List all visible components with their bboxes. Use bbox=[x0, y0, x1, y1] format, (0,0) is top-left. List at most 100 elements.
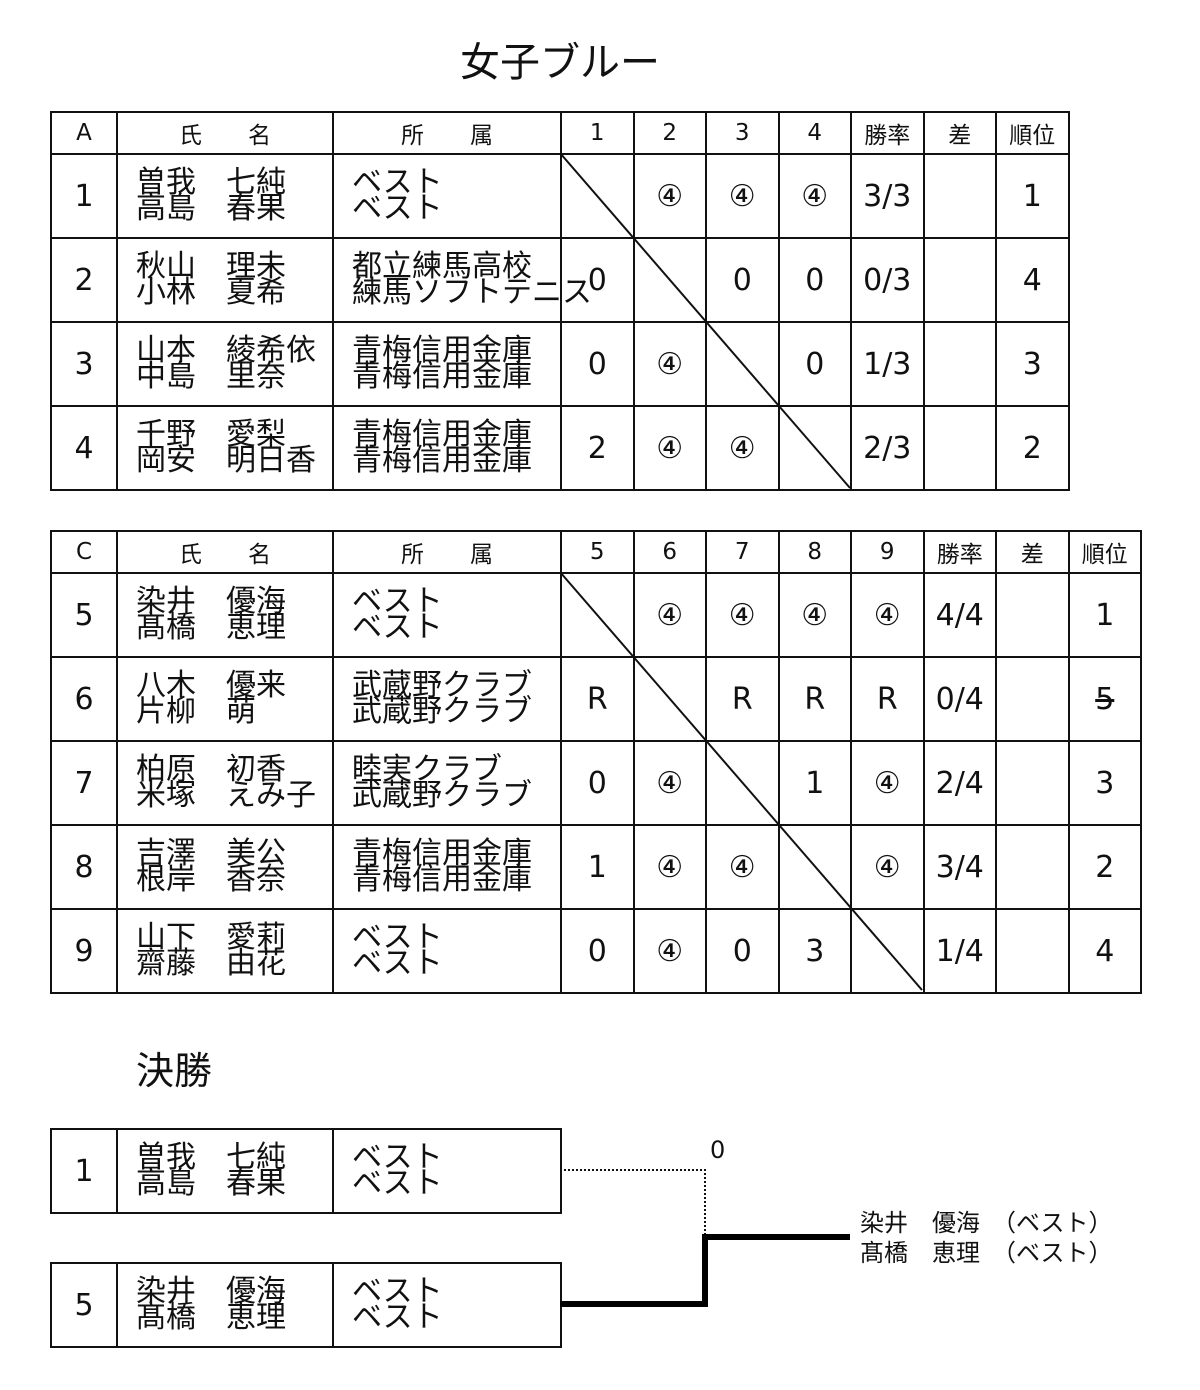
player-name: 齋藤 由花 bbox=[136, 946, 286, 981]
match-result: ④ bbox=[632, 321, 707, 407]
point-diff bbox=[922, 153, 997, 239]
win-rate: 0/3 bbox=[850, 237, 925, 323]
match-result: ④ bbox=[705, 572, 780, 658]
player-name: 米塚 えみ子 bbox=[136, 778, 316, 813]
player-names: 八木 優来片柳 萌 bbox=[116, 656, 334, 742]
point-diff bbox=[995, 908, 1070, 994]
player-names: 秋山 理未小林 夏希 bbox=[116, 237, 334, 323]
entry-number: 2 bbox=[50, 237, 118, 323]
match-result: 0 bbox=[560, 908, 635, 994]
match-result: ④ bbox=[850, 740, 925, 826]
match-result: R bbox=[850, 656, 925, 742]
header-diff: 差 bbox=[922, 111, 997, 155]
rank: 2 bbox=[995, 405, 1070, 491]
player-club: ベスト bbox=[352, 1274, 443, 1309]
header-opponent: 9 bbox=[850, 530, 925, 574]
match-result bbox=[705, 740, 780, 826]
header-opponent: 6 bbox=[632, 530, 707, 574]
player-clubs: ベストベスト bbox=[332, 1262, 562, 1348]
player-name: 曽我 七純 bbox=[136, 165, 286, 200]
match-result: 0 bbox=[777, 321, 852, 407]
match-result: 0 bbox=[560, 321, 635, 407]
player-clubs: 睦実クラブ武蔵野クラブ bbox=[332, 740, 562, 826]
group-label: C bbox=[50, 530, 118, 574]
bracket-loser-line bbox=[560, 1169, 706, 1237]
player-name: 髙橋 恵理 bbox=[136, 1300, 286, 1335]
player-name: 染井 優海 bbox=[136, 584, 286, 619]
match-result: 3 bbox=[777, 908, 852, 994]
rank: 3 bbox=[995, 321, 1070, 407]
match-result: 1 bbox=[777, 740, 852, 826]
match-result: ④ bbox=[850, 824, 925, 910]
win-rate: 3/3 bbox=[850, 153, 925, 239]
player-name: 吉澤 美公 bbox=[136, 836, 286, 871]
player-club: ベスト bbox=[352, 1140, 443, 1175]
player-club: ベスト bbox=[352, 165, 443, 200]
player-club: ベスト bbox=[352, 1300, 443, 1335]
player-club: ベスト bbox=[352, 610, 443, 645]
entry-number: 5 bbox=[50, 572, 118, 658]
match-result: ④ bbox=[705, 405, 780, 491]
player-clubs: 青梅信用金庫青梅信用金庫 bbox=[332, 824, 562, 910]
player-club: 睦実クラブ bbox=[352, 752, 502, 787]
page-title: 女子ブルー bbox=[460, 40, 660, 86]
header-name: 氏 名 bbox=[116, 111, 334, 155]
player-name: 高島 春果 bbox=[136, 191, 286, 226]
entry-number: 4 bbox=[50, 405, 118, 491]
match-result: ④ bbox=[705, 153, 780, 239]
player-club: 武蔵野クラブ bbox=[352, 694, 532, 729]
player-names: 染井 優海髙橋 恵理 bbox=[116, 572, 334, 658]
player-name: 山本 綾希依 bbox=[136, 333, 316, 368]
player-club: 青梅信用金庫 bbox=[352, 862, 532, 897]
player-names: 千野 愛梨岡安 明日香 bbox=[116, 405, 334, 491]
player-clubs: ベストベスト bbox=[332, 153, 562, 239]
player-club: 青梅信用金庫 bbox=[352, 443, 532, 478]
match-result: ④ bbox=[632, 572, 707, 658]
match-result: ④ bbox=[777, 572, 852, 658]
player-clubs: ベストベスト bbox=[332, 1128, 562, 1214]
player-club: 青梅信用金庫 bbox=[352, 333, 532, 368]
entry-number: 5 bbox=[50, 1262, 118, 1348]
match-result bbox=[560, 153, 635, 239]
player-names: 曽我 七純高島 春果 bbox=[116, 153, 334, 239]
win-rate: 1/4 bbox=[922, 908, 997, 994]
player-names: 山本 綾希依中島 里奈 bbox=[116, 321, 334, 407]
header-opponent: 7 bbox=[705, 530, 780, 574]
player-name: 髙橋 恵理 bbox=[136, 610, 286, 645]
player-clubs: ベストベスト bbox=[332, 572, 562, 658]
player-club: ベスト bbox=[352, 1166, 443, 1201]
player-club: ベスト bbox=[352, 584, 443, 619]
header-name: 氏 名 bbox=[116, 530, 334, 574]
player-club: 武蔵野クラブ bbox=[352, 668, 532, 703]
match-result: 0 bbox=[705, 237, 780, 323]
header-rank: 順位 bbox=[995, 111, 1070, 155]
rank-struck: 5 bbox=[1095, 681, 1115, 717]
match-result: 2 bbox=[560, 405, 635, 491]
entry-number: 7 bbox=[50, 740, 118, 826]
match-result: ④ bbox=[632, 908, 707, 994]
player-name: 山下 愛莉 bbox=[136, 920, 286, 955]
win-rate: 4/4 bbox=[922, 572, 997, 658]
player-club: 青梅信用金庫 bbox=[352, 359, 532, 394]
match-result: R bbox=[560, 656, 635, 742]
player-name: 根岸 香奈 bbox=[136, 862, 286, 897]
header-diff: 差 bbox=[995, 530, 1070, 574]
point-diff bbox=[995, 572, 1070, 658]
rank: 1 bbox=[1067, 572, 1142, 658]
player-club: ベスト bbox=[352, 946, 443, 981]
player-names: 山下 愛莉齋藤 由花 bbox=[116, 908, 334, 994]
player-name: 柏原 初香 bbox=[136, 752, 286, 787]
match-result: 0 bbox=[560, 740, 635, 826]
winner-line-2: 髙橋 恵理 （ベスト） bbox=[860, 1239, 1113, 1267]
match-result: R bbox=[777, 656, 852, 742]
header-rate: 勝率 bbox=[850, 111, 925, 155]
player-name: 八木 優来 bbox=[136, 668, 286, 703]
rank: 4 bbox=[995, 237, 1070, 323]
win-rate: 2/3 bbox=[850, 405, 925, 491]
header-rank: 順位 bbox=[1067, 530, 1142, 574]
